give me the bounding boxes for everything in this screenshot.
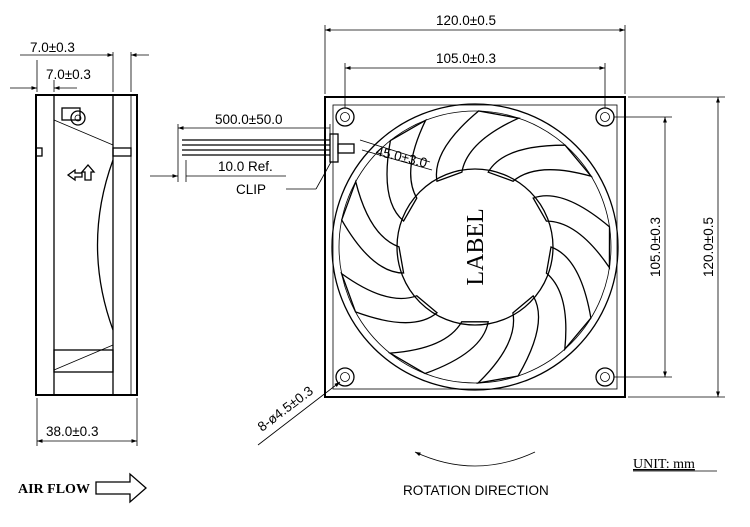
fan-blade (386, 118, 428, 222)
dim-hole-pitch-h: 105.0±0.3 (436, 51, 496, 66)
fan-blade (532, 195, 611, 270)
dim-side-frame-width-inner: 7.0±0.3 (46, 67, 91, 82)
fan-blade (340, 179, 405, 274)
mounting-hole-top-right (595, 107, 615, 127)
dim-lead-length: 500.0±50.0 (215, 112, 282, 127)
mounting-hole-top-left (335, 107, 355, 127)
hub-label: LABEL (463, 208, 489, 285)
clip-label: CLIP (236, 182, 266, 197)
rotation-label: ROTATION DIRECTION (403, 483, 549, 498)
rotation-arrow (414, 451, 536, 467)
front-view: LABEL (324, 96, 626, 398)
air-flow-arrow-icon (95, 472, 147, 504)
mounting-hole-bottom-left (335, 367, 355, 387)
fan-blade (545, 246, 592, 352)
fan-blade (435, 110, 521, 183)
dim-depth: 38.0±0.3 (46, 424, 98, 439)
dim-side-frame-width: 7.0±0.3 (30, 40, 75, 55)
unit-label: UNIT: mm (633, 457, 695, 472)
dim-hole-pitch-v: 105.0±0.3 (648, 217, 663, 277)
fan-blade (387, 321, 489, 375)
fan-blade (340, 271, 439, 324)
dim-outer-height: 120.0±0.5 (701, 217, 716, 277)
dim-mount-holes: 8-ø4.5±0.3 (255, 383, 316, 434)
dim-outer-width: 120.0±0.5 (436, 13, 496, 28)
lead-wires: 500.0±50.0 10.0 Ref. CLIP 45.0±3.0 (150, 112, 433, 197)
side-view: 7.0±0.3 7.0±0.3 38.0±0.3 (10, 40, 149, 446)
air-flow-label: AIR FLOW (18, 482, 90, 497)
fan-blade (487, 144, 594, 182)
dim-strip-length: 10.0 Ref. (218, 159, 273, 174)
mounting-hole-bottom-right (595, 367, 615, 387)
fan-blades (340, 110, 611, 385)
fan-blade (476, 294, 540, 385)
